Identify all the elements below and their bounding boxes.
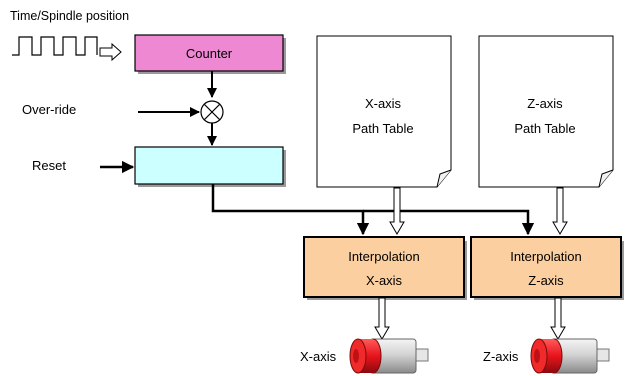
interpolation-z-box: Interpolation Z-axis <box>470 236 624 300</box>
reset-accumulator-box <box>134 146 286 187</box>
counter-label: Counter <box>186 46 233 61</box>
interp-z-line2: Z-axis <box>528 273 564 288</box>
interp-x-line1: Interpolation <box>348 249 420 264</box>
x-motor-label: X-axis <box>300 349 337 364</box>
interp-z-to-motor-arrow <box>550 297 566 340</box>
z-table-to-interp-arrow <box>552 187 568 235</box>
z-path-table-line1: Z-axis <box>527 96 563 111</box>
circle-x-multiplier-icon <box>200 100 224 124</box>
x-path-table: X-axis Path Table <box>316 35 452 188</box>
z-path-table-line2: Path Table <box>514 121 575 136</box>
override-label: Over-ride <box>22 102 76 117</box>
x-path-table-line1: X-axis <box>365 96 402 111</box>
interp-z-line1: Interpolation <box>510 249 582 264</box>
square-wave-icon <box>12 36 122 62</box>
counter-box: Counter <box>134 34 286 74</box>
reset-label: Reset <box>32 158 66 173</box>
x-table-to-interp-arrow <box>389 187 405 235</box>
z-servo-motor-icon <box>530 338 610 374</box>
x-servo-motor-icon <box>349 338 429 374</box>
x-path-table-line2: Path Table <box>352 121 413 136</box>
z-motor-label: Z-axis <box>483 349 519 364</box>
diagram-title: Time/Spindle position <box>10 9 129 23</box>
z-path-table: Z-axis Path Table <box>478 35 614 188</box>
interp-x-line2: X-axis <box>366 273 403 288</box>
interpolation-x-box: Interpolation X-axis <box>303 236 467 300</box>
interp-x-to-motor-arrow <box>374 297 390 340</box>
